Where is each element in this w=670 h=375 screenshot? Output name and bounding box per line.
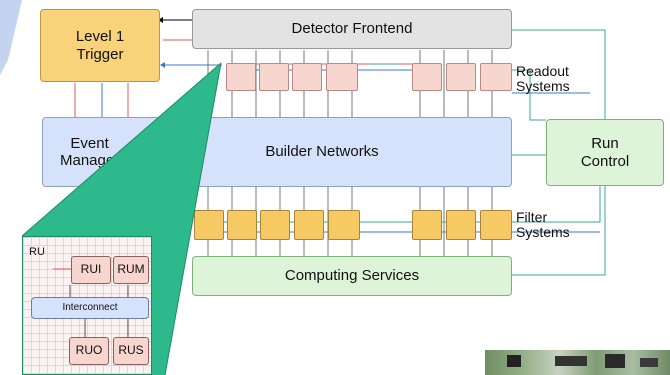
- level1-trigger-box: Level 1 Trigger: [40, 9, 160, 82]
- run-control-links: [512, 29, 606, 276]
- filter-systems-label: Filter Systems: [516, 209, 570, 241]
- builder-networks-label: Builder Networks: [265, 143, 379, 161]
- readout-unit: [446, 63, 476, 91]
- readout-unit: [480, 63, 512, 91]
- filter-unit: [446, 210, 476, 240]
- readout-unit: [326, 63, 358, 91]
- ru-label: RU: [29, 246, 45, 258]
- rui-box: RUI: [71, 256, 111, 284]
- decor-shape: [0, 0, 22, 75]
- board-chip: [605, 354, 625, 368]
- readout-systems-label: Readout Systems: [516, 63, 570, 95]
- filter-unit: [480, 210, 512, 240]
- filter-unit: [328, 210, 360, 240]
- rus-box: RUS: [113, 337, 149, 365]
- rum-label: RUM: [117, 262, 145, 277]
- rus-label: RUS: [118, 343, 144, 358]
- level1-trigger-label: Level 1 Trigger: [75, 28, 125, 63]
- interconnect-box: Interconnect: [31, 297, 149, 319]
- callout-edge: [164, 62, 222, 375]
- readout-unit: [412, 63, 442, 91]
- hardware-board-image: [485, 350, 670, 375]
- computing-services-box: Computing Services: [192, 256, 512, 296]
- arrow-head: [160, 62, 165, 68]
- readout-unit: [259, 63, 289, 91]
- detector-frontend-label: Detector Frontend: [291, 20, 413, 38]
- board-chip: [555, 356, 587, 366]
- board-chip: [640, 358, 658, 367]
- filter-unit: [294, 210, 324, 240]
- readout-unit: [226, 63, 256, 91]
- filter-unit: [412, 210, 442, 240]
- detector-frontend-box: Detector Frontend: [192, 9, 512, 49]
- interconnect-label: Interconnect: [62, 302, 118, 314]
- callout-edge: [21, 62, 222, 237]
- filter-unit: [227, 210, 257, 240]
- run-control-box: Run Control: [546, 119, 664, 186]
- readout-unit: [292, 63, 322, 91]
- ru-inset-panel: RU RUI RUM Interconnect RUO RUS: [22, 236, 152, 375]
- rum-box: RUM: [113, 256, 149, 284]
- computing-services-label: Computing Services: [284, 267, 420, 285]
- run-control-label: Run Control: [580, 135, 630, 170]
- ruo-label: RUO: [75, 343, 103, 358]
- filter-unit: [194, 210, 224, 240]
- arrow-head: [158, 17, 163, 23]
- filter-unit: [260, 210, 290, 240]
- board-chip: [507, 355, 521, 367]
- ruo-box: RUO: [69, 337, 109, 365]
- rui-label: RUI: [80, 262, 102, 277]
